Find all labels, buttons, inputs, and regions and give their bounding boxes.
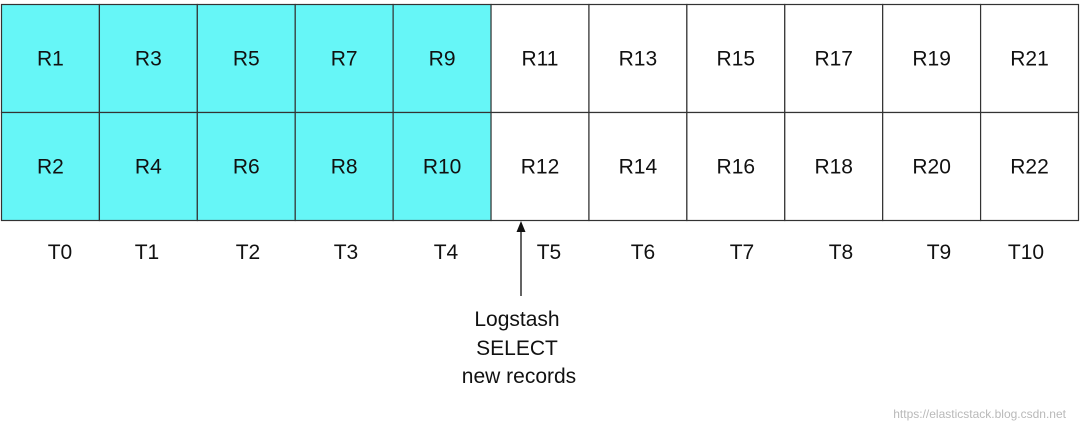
annotation-line-1: Logstash <box>474 308 559 331</box>
record-label: R12 <box>521 156 560 179</box>
timeline-label: T0 <box>48 241 73 264</box>
record-label: R20 <box>912 156 951 179</box>
record-label: R7 <box>331 48 358 71</box>
record-cell <box>392 111 492 222</box>
record-label: R1 <box>37 48 64 71</box>
logstash-position-arrow <box>516 221 526 296</box>
record-label: R3 <box>135 48 162 71</box>
record-label: R9 <box>429 48 456 71</box>
record-cell <box>392 3 492 114</box>
timeline-labels: T0 T1 T2 T3 T4 T5 T6 T7 T8 T9 T10 <box>48 241 1044 264</box>
record-cell <box>0 3 101 114</box>
record-label: R17 <box>814 48 853 71</box>
record-cell <box>784 111 884 222</box>
annotation-line-3: new records <box>462 365 576 388</box>
record-label: R14 <box>619 156 658 179</box>
record-label: R21 <box>1010 48 1049 71</box>
arrow-head <box>516 221 526 232</box>
record-label: R2 <box>37 156 64 179</box>
record-cell <box>588 111 688 222</box>
record-cell <box>882 111 982 222</box>
timeline-label: T2 <box>236 241 261 264</box>
timeline-label: T10 <box>1008 241 1044 264</box>
timeline-label: T4 <box>434 241 459 264</box>
timeline-label: T7 <box>730 241 755 264</box>
record-label: R5 <box>233 48 260 71</box>
watermark-text: https://elasticstack.blog.csdn.net <box>893 407 1066 421</box>
timeline-label: T5 <box>537 241 562 264</box>
record-cell <box>490 3 590 114</box>
record-label: R11 <box>522 48 559 71</box>
record-cell <box>979 3 1080 114</box>
record-label: R6 <box>233 156 260 179</box>
record-label: R19 <box>912 48 951 71</box>
record-label: R22 <box>1010 156 1049 179</box>
timeline-label: T9 <box>927 241 952 264</box>
record-cell <box>294 3 394 114</box>
record-cell <box>0 111 101 222</box>
record-label: R8 <box>331 156 358 179</box>
record-cell <box>882 3 982 114</box>
record-cell <box>686 3 786 114</box>
record-label: R16 <box>717 156 756 179</box>
record-cell <box>98 111 198 222</box>
record-label: R15 <box>717 48 756 71</box>
annotation-line-2: SELECT <box>476 337 558 360</box>
timeline-label: T1 <box>135 241 160 264</box>
record-label: R10 <box>423 156 462 179</box>
timeline-label: T3 <box>334 241 359 264</box>
logstash-annotation: Logstash SELECT new records <box>462 308 576 388</box>
record-label: R18 <box>814 156 853 179</box>
record-label: R4 <box>135 156 162 179</box>
record-cell <box>686 111 786 222</box>
record-cell <box>490 111 590 222</box>
record-cell <box>98 3 198 114</box>
record-cell <box>196 3 296 114</box>
timeline-label: T6 <box>631 241 656 264</box>
record-cell <box>196 111 296 222</box>
timeline-label: T8 <box>829 241 854 264</box>
record-label: R13 <box>619 48 658 71</box>
record-cell <box>979 111 1080 222</box>
